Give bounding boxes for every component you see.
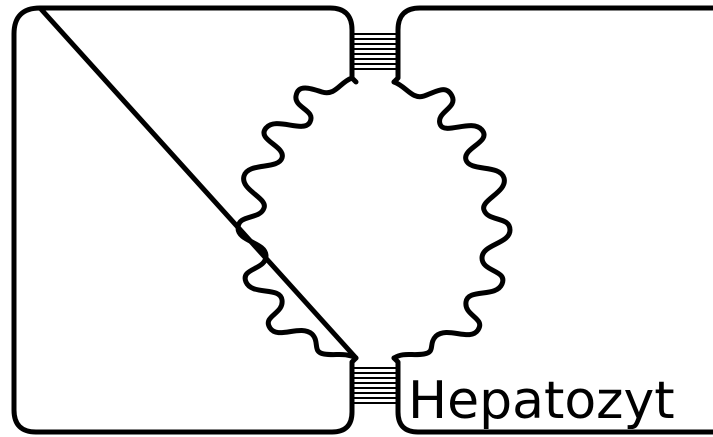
tight-junction-bottom xyxy=(352,368,398,403)
tight-junction-top xyxy=(352,34,398,69)
left-hepatocyte xyxy=(14,8,356,432)
microvilli-right xyxy=(394,82,510,358)
right-hepatocyte xyxy=(394,8,713,432)
hepatocyte-label: Hepatozyt xyxy=(408,371,675,431)
microvilli-left xyxy=(238,78,356,358)
